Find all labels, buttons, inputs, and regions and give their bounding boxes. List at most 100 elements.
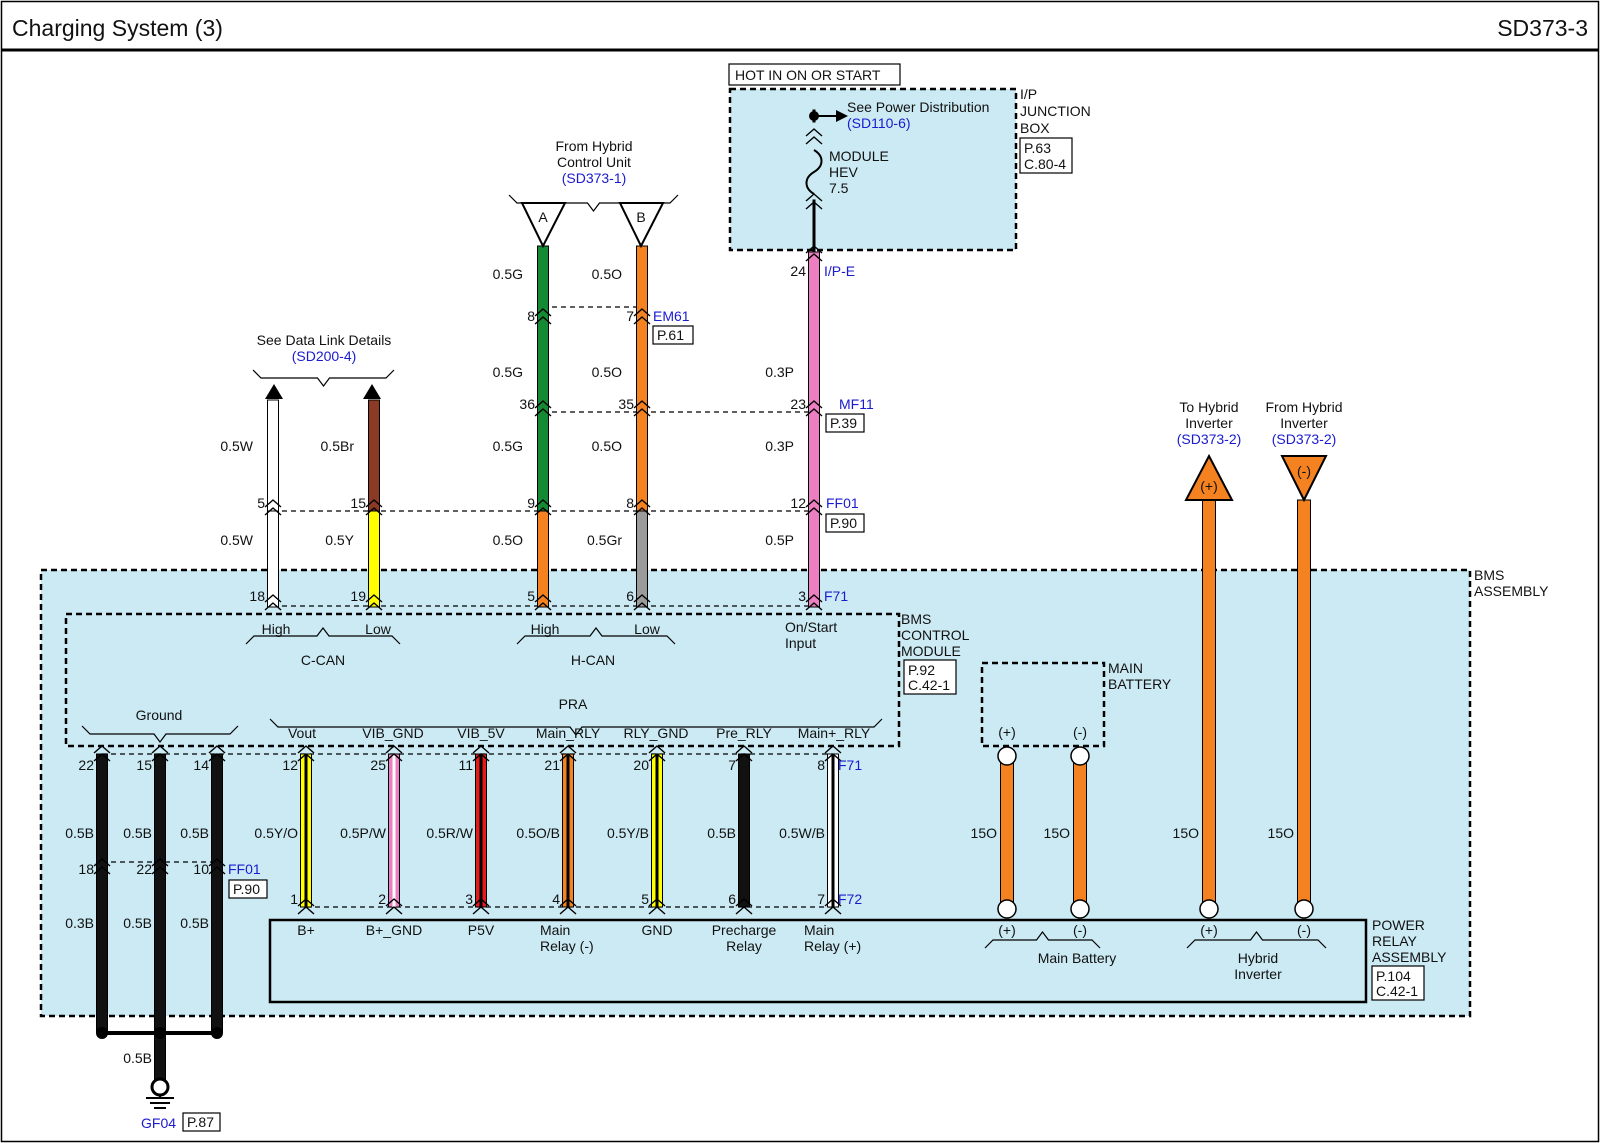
- terminal-circle-3: [997, 899, 1017, 919]
- pin-ground-3: 14: [193, 757, 209, 773]
- hybrid-inverter-bracket: [1186, 931, 1327, 949]
- pin-ff01-3: 9: [527, 495, 535, 511]
- relay-bat-pos: (+): [998, 922, 1016, 938]
- wire-size-label-1: 0.5G: [493, 266, 523, 282]
- power-relay-name-1: POWER: [1372, 917, 1425, 933]
- connector-chevron-1: [534, 308, 552, 325]
- pin-f71-5: 3: [798, 588, 806, 604]
- main-battery-name-1: MAIN: [1108, 660, 1143, 676]
- power-distribution-link[interactable]: See Power Distribution: [847, 99, 989, 115]
- relay-terminal-5-1: GND: [641, 922, 672, 938]
- conn-f71: F71: [824, 588, 848, 604]
- hot-label-box: [728, 63, 901, 86]
- big-wire-size-3: 15O: [1173, 825, 1200, 841]
- terminal-circle-6: [1294, 899, 1314, 919]
- main-battery-bracket: [984, 931, 1101, 949]
- connector-chevron-5: [805, 400, 823, 417]
- fuse-rating: 7.5: [829, 180, 849, 196]
- connector-chevron-8: [534, 499, 552, 516]
- connector-chevron-6: [264, 499, 282, 516]
- pra-terminal-6: Pre_RLY: [716, 725, 772, 741]
- pin-ground-ff01-1: 18: [78, 861, 94, 877]
- pra-bracket: [269, 718, 883, 736]
- connector-a-label: A: [538, 209, 548, 225]
- ip-jbox-name-1: I/P: [1020, 86, 1037, 102]
- bracket-layer: [81, 194, 1327, 949]
- ip-jbox-name-3: BOX: [1020, 120, 1050, 136]
- fuse-symbol: [805, 149, 823, 195]
- hcan-bracket: [516, 627, 676, 645]
- wire-size-label-13: 0.5O: [493, 532, 523, 548]
- wire-pink-onstart: [808, 251, 820, 608]
- pin-f71-2: 19: [350, 588, 366, 604]
- relay-terminal-2-1: B+_GND: [366, 922, 422, 938]
- ground-dot-3: [211, 1027, 223, 1039]
- from-inverter-ref[interactable]: (SD373-2): [1272, 431, 1337, 447]
- ground-wire-size-2: 0.5B: [123, 825, 152, 841]
- pin-f71-1: 18: [249, 588, 265, 604]
- wire-size-label-5: 0.3P: [765, 364, 794, 380]
- f72-chevron-5: [648, 898, 666, 915]
- connector-chevron-11: [264, 594, 282, 611]
- pin-f72-1: 1: [290, 891, 298, 907]
- pra-wire-size-3: 0.5R/W: [426, 825, 473, 841]
- big-wire-size-2: 15O: [1044, 825, 1071, 841]
- f72-chevron-6: [735, 898, 753, 915]
- pra-top-chevron-3: [208, 745, 226, 762]
- power-distribution-ref[interactable]: (SD110-6): [847, 115, 911, 131]
- pin-ff01-1: 5: [257, 495, 265, 511]
- pra-top-chevron-4: [297, 745, 315, 762]
- bms-control-name-3: MODULE: [901, 643, 961, 659]
- wire-size-label-7: 0.5O: [592, 438, 622, 454]
- pra-top-chevron-9: [735, 745, 753, 762]
- pra-wire-size-4: 0.5O/B: [516, 825, 560, 841]
- power-relay-name-2: RELAY: [1372, 933, 1418, 949]
- relay-terminal-3-1: P5V: [468, 922, 495, 938]
- power-relay-ref-2: C.42-1: [1376, 983, 1418, 999]
- wire-size-label-10: 0.5Br: [321, 438, 355, 454]
- conn-ff01-gnd-ref: P.90: [233, 881, 260, 897]
- connector-chevron-12: [365, 594, 383, 611]
- wire-gray-b-low: [636, 510, 648, 608]
- main-battery-neg: (-): [1073, 724, 1087, 740]
- pin-ff01-4: 8: [626, 495, 634, 511]
- wire-big-3: [1202, 499, 1216, 910]
- from-inverter-text-2: Inverter: [1280, 415, 1328, 431]
- pin-mf11-3: 23: [790, 396, 806, 412]
- pra-wire-size-6: 0.5B: [707, 825, 736, 841]
- page-title: Charging System (3): [12, 15, 223, 41]
- pin-f72-4: 4: [552, 891, 560, 907]
- node-layer: [93, 110, 1314, 1109]
- page-code: SD373-3: [1497, 15, 1588, 41]
- data-link-ref[interactable]: (SD200-4): [292, 348, 357, 364]
- terminal-circle-5: [1199, 899, 1219, 919]
- pin-ff01-5: 12: [790, 495, 806, 511]
- from-inverter-symbol: (-): [1297, 463, 1311, 479]
- wire-big-4: [1297, 499, 1311, 910]
- pin-ff01-2: 15: [350, 495, 366, 511]
- pra-top-chevron-6: [472, 745, 490, 762]
- bms-control-ref-1: P.92: [908, 662, 935, 678]
- bms-control-ref-2: C.42-1: [908, 677, 950, 693]
- to-inverter-ref[interactable]: (SD373-2): [1177, 431, 1242, 447]
- pra-terminal-7: Main+_RLY: [798, 725, 871, 741]
- wire-pra-2-stripe: [392, 754, 396, 907]
- pra-top-chevron-8: [648, 745, 666, 762]
- pin-em61-2: 7: [626, 308, 634, 324]
- hcan-label: H-CAN: [571, 652, 615, 668]
- power-relay-name-3: ASSEMBLY: [1372, 949, 1447, 965]
- ground-bracket: [81, 725, 239, 743]
- pin-f71-4: 6: [626, 588, 634, 604]
- conn-em61-ref-box: [652, 325, 694, 345]
- power-relay-ref-box: [1371, 965, 1425, 1001]
- hybrid-control-ref[interactable]: (SD373-1): [562, 170, 627, 186]
- pra-terminal-1: Vout: [288, 725, 316, 741]
- pin-mf11-2: 35: [618, 396, 634, 412]
- hcan-high: High: [531, 621, 560, 637]
- ground-dot-1: [96, 1027, 108, 1039]
- pra-wire-size-1: 0.5Y/O: [254, 825, 298, 841]
- main-battery-pos: (+): [998, 724, 1016, 740]
- ground-main-size: 0.5B: [123, 1050, 152, 1066]
- fuse-name-2: HEV: [829, 164, 858, 180]
- pra-terminal-2: VIB_GND: [362, 725, 423, 741]
